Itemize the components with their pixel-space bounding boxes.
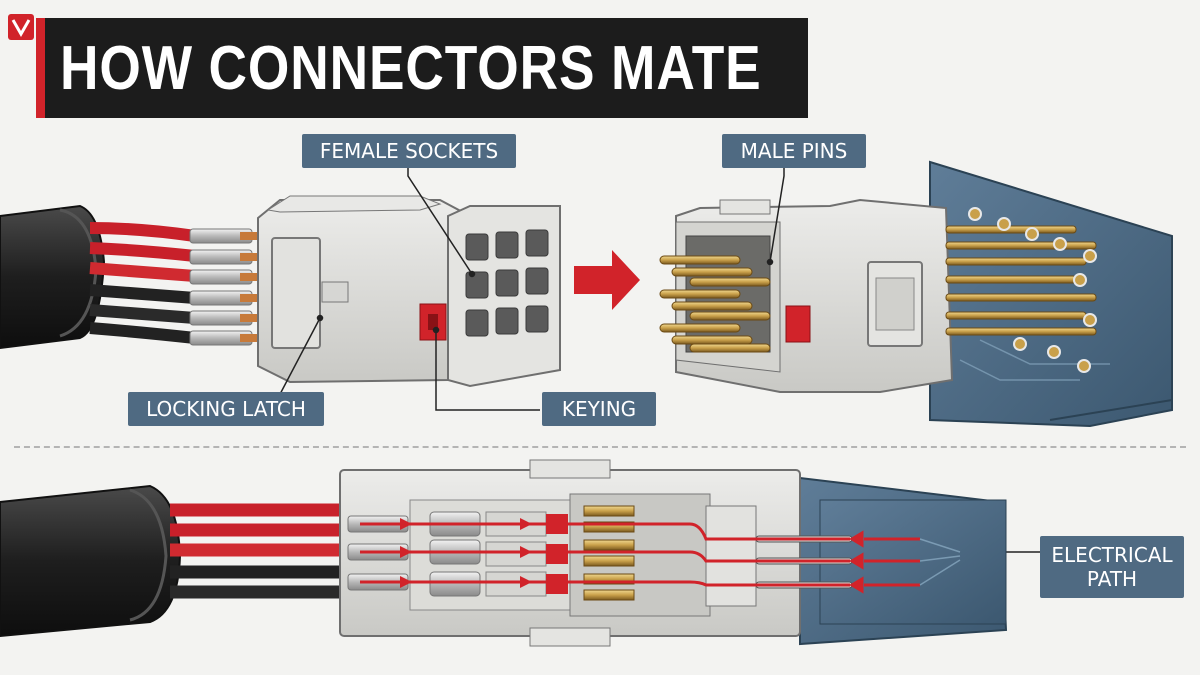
solder-pads: [968, 207, 1097, 373]
title-banner: [36, 18, 808, 118]
board-signal-arrows: [849, 530, 920, 594]
male-keying: [785, 305, 811, 343]
male-pins-rear: [945, 225, 1097, 336]
label-male-pins: MALE PINS: [722, 134, 866, 168]
arrow-right-icon: [574, 250, 640, 310]
crimp-terminals: [189, 228, 260, 346]
leader-lines: [277, 166, 1040, 553]
label-locking-latch: LOCKING LATCH: [128, 392, 324, 426]
male-pins-front: [659, 255, 771, 353]
male-connector: [659, 160, 1173, 428]
title-accent-stripe: [36, 18, 45, 118]
bottom-wires: [170, 503, 340, 599]
logo-icon: [8, 14, 34, 40]
mated-cross-section: [0, 459, 1008, 647]
mated-pin-block: [583, 505, 635, 601]
page-title: HOW CONNECTORS MATE: [60, 34, 762, 103]
socket-holes: [465, 229, 549, 337]
female-connector: [0, 195, 561, 388]
section-divider: [14, 446, 1186, 448]
electrical-path-lines: [360, 522, 850, 587]
label-female-sockets: FEMALE SOCKETS: [302, 134, 516, 168]
locking-latch: [271, 237, 321, 349]
cable-jacket: [0, 204, 106, 350]
signal-arrow-icon: [400, 518, 532, 588]
wire-bundle: [89, 222, 196, 344]
label-keying: KEYING: [542, 392, 656, 426]
label-electrical-path: ELECTRICAL PATH: [1040, 536, 1184, 598]
